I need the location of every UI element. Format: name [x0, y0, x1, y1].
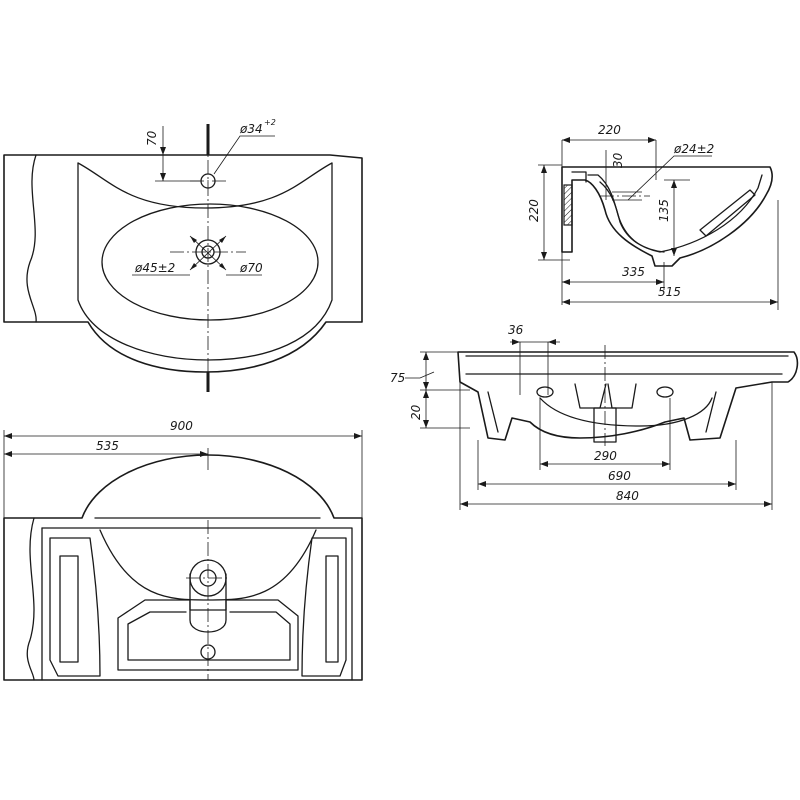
dim-20: 20: [409, 404, 423, 420]
dim-70: 70: [145, 130, 159, 146]
top-view-inner-rim: [77, 162, 333, 361]
dim-half-width: 535: [96, 439, 119, 453]
side-section-hatch: [563, 184, 573, 226]
front-center-bowl: [539, 397, 713, 427]
dim-840: 840: [616, 489, 639, 503]
dim-36: 36: [508, 323, 524, 337]
front-view: 36 75 20 290 690: [390, 323, 799, 510]
dim-690: 690: [608, 469, 631, 483]
bowl-oval: [101, 203, 319, 321]
dim-overall-width: 900: [170, 419, 193, 433]
dim-drain-outer: ø70: [239, 261, 263, 275]
bottom-right-panel: [301, 537, 347, 677]
dim-height-220: 220: [527, 199, 541, 222]
dim-overflow-hole: ø24±2: [673, 142, 714, 156]
bottom-view: 900 535: [3, 419, 363, 681]
top-view-outline: [3, 154, 363, 373]
top-view: 70 ø34 +2 ø45±2 ø70: [3, 118, 363, 392]
dim-faucet-tolerance: +2: [264, 118, 276, 127]
dim-drain: ø45±2: [134, 261, 175, 275]
dim-depth-220: 220: [598, 123, 621, 137]
dim-135: 135: [657, 199, 671, 222]
dim-faucet-hole: ø34: [239, 122, 263, 136]
bottom-left-panel: [49, 537, 101, 677]
bottom-view-outline: [3, 454, 363, 681]
side-section: 220 220 30 ø24±2 135 335 515: [527, 123, 779, 310]
dim-515: 515: [658, 285, 681, 299]
dim-290: 290: [594, 449, 617, 463]
dim-30: 30: [611, 152, 625, 168]
bottom-view-break-line: [26, 517, 35, 681]
top-view-break-line: [26, 154, 37, 323]
front-view-outline: [457, 351, 799, 441]
faucet-deck-curve: [77, 162, 333, 209]
side-section-outline: [561, 166, 773, 267]
dim-335: 335: [622, 265, 645, 279]
dim-75: 75: [390, 371, 405, 385]
